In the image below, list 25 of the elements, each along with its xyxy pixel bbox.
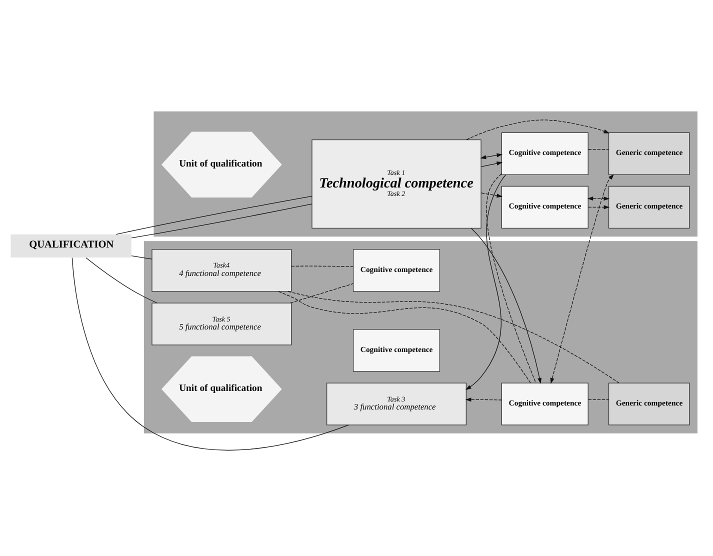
connector xyxy=(86,256,158,303)
connector xyxy=(588,148,609,150)
cluster xyxy=(144,240,698,433)
connector xyxy=(131,254,152,259)
connector xyxy=(116,195,312,234)
node-box: QUALIFICATION xyxy=(10,234,132,258)
connector xyxy=(588,398,609,400)
arrow xyxy=(480,160,503,166)
arrow xyxy=(465,174,506,390)
arrow xyxy=(466,119,610,140)
arrow xyxy=(471,228,542,384)
connector xyxy=(291,265,354,266)
connector xyxy=(131,203,312,238)
arrow xyxy=(480,152,503,159)
arrow xyxy=(588,204,610,209)
connector xyxy=(486,172,536,383)
connector xyxy=(72,256,350,450)
arrow xyxy=(587,196,610,200)
cluster xyxy=(154,110,698,236)
connector xyxy=(278,290,531,383)
connector xyxy=(288,290,620,383)
arrow xyxy=(480,192,503,198)
arrow xyxy=(550,174,614,384)
arrow xyxy=(465,397,502,402)
connector xyxy=(290,282,354,303)
